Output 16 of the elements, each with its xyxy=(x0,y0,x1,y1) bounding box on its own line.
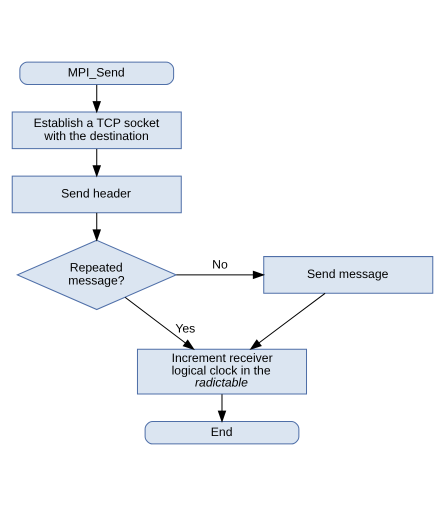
node-box: End xyxy=(144,420,300,444)
arrow xyxy=(92,148,102,177)
arrow xyxy=(124,296,195,350)
edge-label: No xyxy=(212,256,228,271)
arrow xyxy=(218,394,226,422)
arrow xyxy=(92,212,102,242)
node-box: Send header xyxy=(12,175,182,213)
node-box: MPI_Send xyxy=(19,61,174,84)
node-box: Establish a TCP socket with the destination xyxy=(12,110,182,149)
node-diamond: Repeated message? xyxy=(16,239,178,310)
edge-label: Yes xyxy=(175,321,196,336)
arrow xyxy=(92,84,102,113)
arrow xyxy=(176,270,266,279)
node-box: Send message xyxy=(263,256,434,294)
node-box: Increment receiver logical clock in the radictable xyxy=(136,348,308,394)
arrow xyxy=(250,292,326,350)
